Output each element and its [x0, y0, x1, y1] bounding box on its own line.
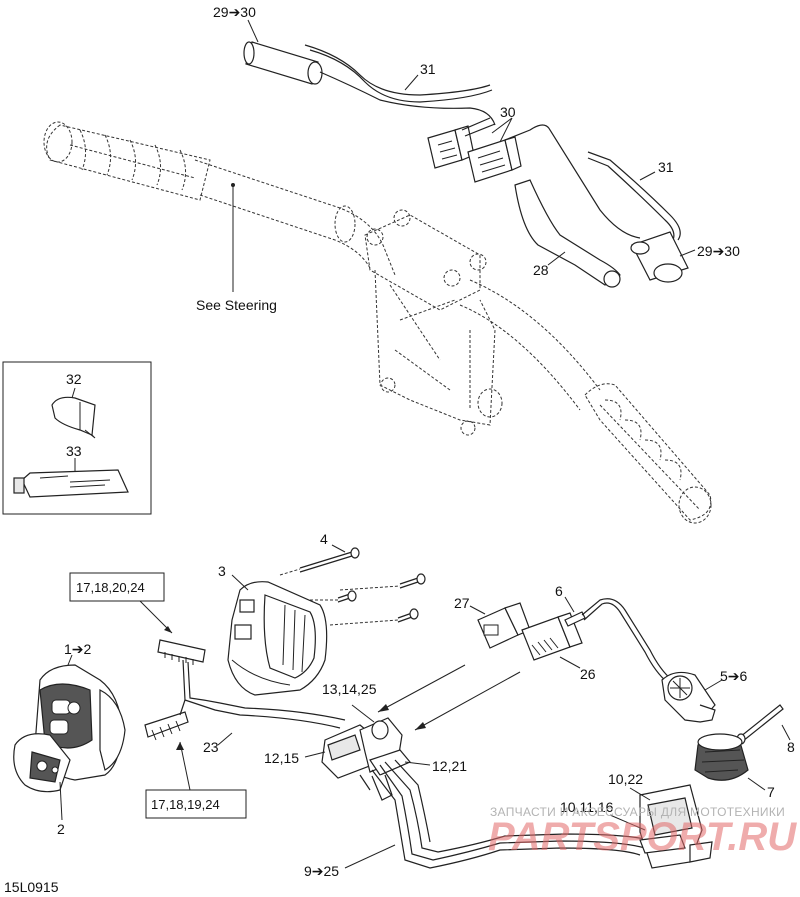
right-grip: [584, 383, 712, 524]
wire-31-right-b: [587, 157, 675, 243]
leader-30-a: [491, 117, 513, 134]
see-steering-label: See Steering: [196, 297, 277, 313]
label-13-14-25: 13,14,25: [322, 681, 377, 697]
heater-sleeve-right: [630, 231, 689, 283]
label-29-30-right: 29➔30: [697, 243, 740, 259]
arrow-line-27: [377, 664, 466, 713]
connector-30-b: [467, 136, 522, 183]
arrow-line-26: [414, 671, 521, 731]
steering-riser: [364, 209, 503, 436]
label-26: 26: [580, 666, 596, 682]
label-31-right: 31: [658, 159, 674, 175]
label-1-2: 1➔2: [64, 641, 92, 657]
label-17-18-20-24: 17,18,20,24: [76, 580, 145, 595]
wire-31-top-b: [309, 49, 493, 103]
component-5-6: [661, 671, 716, 723]
leader-31-top: [404, 74, 419, 91]
leader-26: [559, 656, 581, 669]
arrow-17-18-19-24: [176, 742, 184, 750]
leader-10-11-16: [609, 814, 646, 831]
leader-3: [231, 574, 249, 591]
label-23: 23: [203, 739, 219, 755]
label-9-25: 9➔25: [304, 863, 339, 879]
label-12-15: 12,15: [264, 750, 299, 766]
label-29-30-top: 29➔30: [213, 4, 256, 20]
leader-7: [747, 777, 766, 791]
junction-block: [321, 717, 411, 801]
handlebar: [194, 159, 601, 411]
harness-connector-upper: [157, 639, 206, 665]
leader-2: [59, 781, 63, 821]
heater-sleeve-top: [243, 41, 323, 85]
wire-30: [461, 117, 641, 239]
leader-13-14-25: [351, 704, 375, 723]
leader-9-25: [344, 844, 396, 869]
arrow-17-18-20-24: [164, 626, 172, 633]
label-4: 4: [320, 531, 328, 547]
component-7: [694, 733, 749, 781]
watermark-tagline: ЗАПЧАСТИ И АКСЕССУАРЫ ДЛЯ МОТОТЕХНИКИ: [490, 805, 785, 819]
wire-31-right: [587, 151, 681, 241]
switch-1-2: [13, 664, 126, 793]
label-33: 33: [66, 443, 82, 459]
label-10-22: 10,22: [608, 771, 643, 787]
connector-30-a: [427, 125, 475, 169]
label-28: 28: [533, 262, 549, 278]
label-2: 2: [57, 821, 65, 837]
label-17-18-19-24: 17,18,19,24: [151, 797, 220, 812]
screws-4: [279, 547, 426, 626]
label-3: 3: [218, 563, 226, 579]
watermark-logo: PARTSPORT.RU: [488, 815, 797, 859]
connector-27: [477, 602, 531, 649]
leader-27: [469, 605, 486, 615]
label-12-21: 12,21: [432, 758, 467, 774]
wire-6: [564, 598, 673, 684]
leader-29-30-right: [679, 249, 696, 257]
callout-box-bottom: [145, 789, 247, 819]
connector-26: [521, 612, 583, 661]
housing-3: [227, 581, 328, 696]
leader-29-30-top: [247, 19, 259, 43]
leader-31-right: [639, 171, 656, 181]
arrow-head-27: [378, 704, 389, 712]
leader-30-b: [499, 117, 513, 143]
callout-box-top: [69, 572, 165, 602]
label-30: 30: [500, 104, 516, 120]
leader-23: [217, 732, 233, 746]
leader-12-21: [404, 761, 431, 766]
harness-connector-lower: [144, 711, 189, 741]
wire-31-top: [304, 44, 491, 96]
label-32: 32: [66, 371, 82, 387]
connector-block-10: [639, 784, 713, 869]
label-6: 6: [555, 583, 563, 599]
label-7: 7: [767, 784, 775, 800]
harness-23-b: [187, 661, 346, 721]
label-8: 8: [787, 739, 795, 755]
label-27: 27: [454, 595, 470, 611]
see-steering-dot: [231, 183, 235, 187]
leader-12-15: [304, 751, 326, 758]
harness-9-25: [371, 759, 651, 869]
wire-31-lead: [319, 71, 496, 126]
leader-5-6: [704, 679, 723, 691]
leader-6: [564, 596, 575, 613]
label-10-11-16: 10,11,16: [560, 799, 614, 815]
leader-28: [547, 251, 566, 266]
leader-4: [331, 544, 346, 553]
label-31-top: 31: [420, 61, 436, 77]
harness-23-a: [182, 659, 341, 729]
sleeve-28: [514, 179, 621, 288]
arrow-head-26: [415, 722, 426, 730]
label-5-6: 5➔6: [720, 668, 748, 684]
harness-23-c: [179, 699, 186, 716]
leader-10-22: [629, 787, 651, 801]
left-grip: [43, 121, 211, 201]
pin-8: [736, 704, 784, 745]
leader-1-2: [67, 654, 73, 666]
inset-box: [2, 361, 152, 515]
diagram-id: 15L0915: [4, 879, 59, 895]
leader-8: [781, 724, 791, 741]
